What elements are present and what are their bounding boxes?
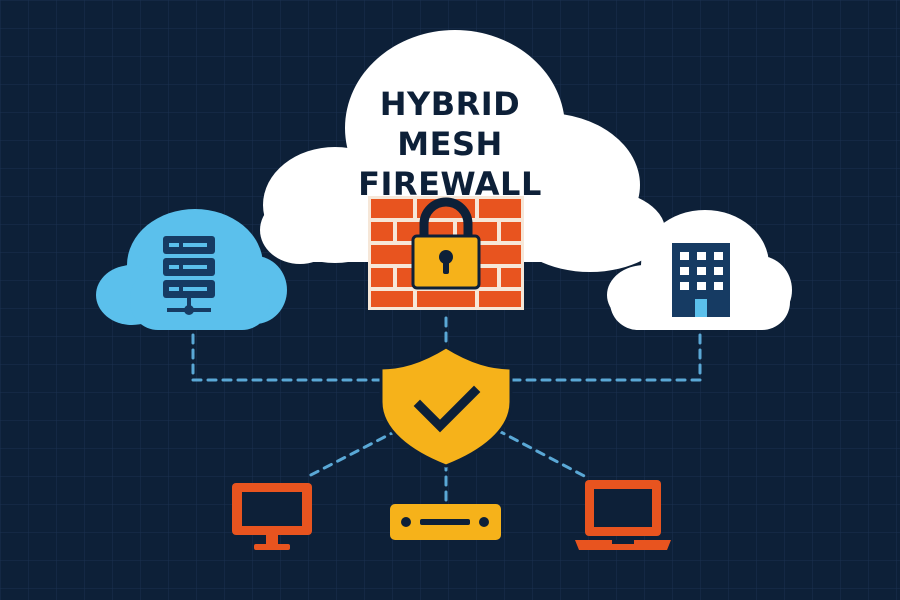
connector-left-cloud-to-hub — [191, 333, 394, 382]
title-line-3: FIREWALL — [358, 165, 542, 203]
office-building-icon — [672, 243, 730, 317]
connector-right-cloud-to-hub — [503, 333, 702, 382]
router-icon — [390, 504, 501, 540]
shield-check-icon — [379, 345, 513, 468]
desktop-monitor-icon — [232, 483, 312, 550]
server-stack-icon — [163, 236, 215, 315]
title-line-1: HYBRID — [379, 85, 521, 123]
title-line-2: MESH — [397, 125, 503, 163]
connector-hub-to-laptop — [495, 428, 590, 480]
connectors — [191, 316, 702, 504]
diagram-title: HYBRID MESH FIREWALL — [330, 84, 570, 204]
laptop-icon — [575, 480, 671, 550]
connector-hub-to-desktop — [303, 428, 400, 480]
lock-icon — [411, 197, 481, 290]
